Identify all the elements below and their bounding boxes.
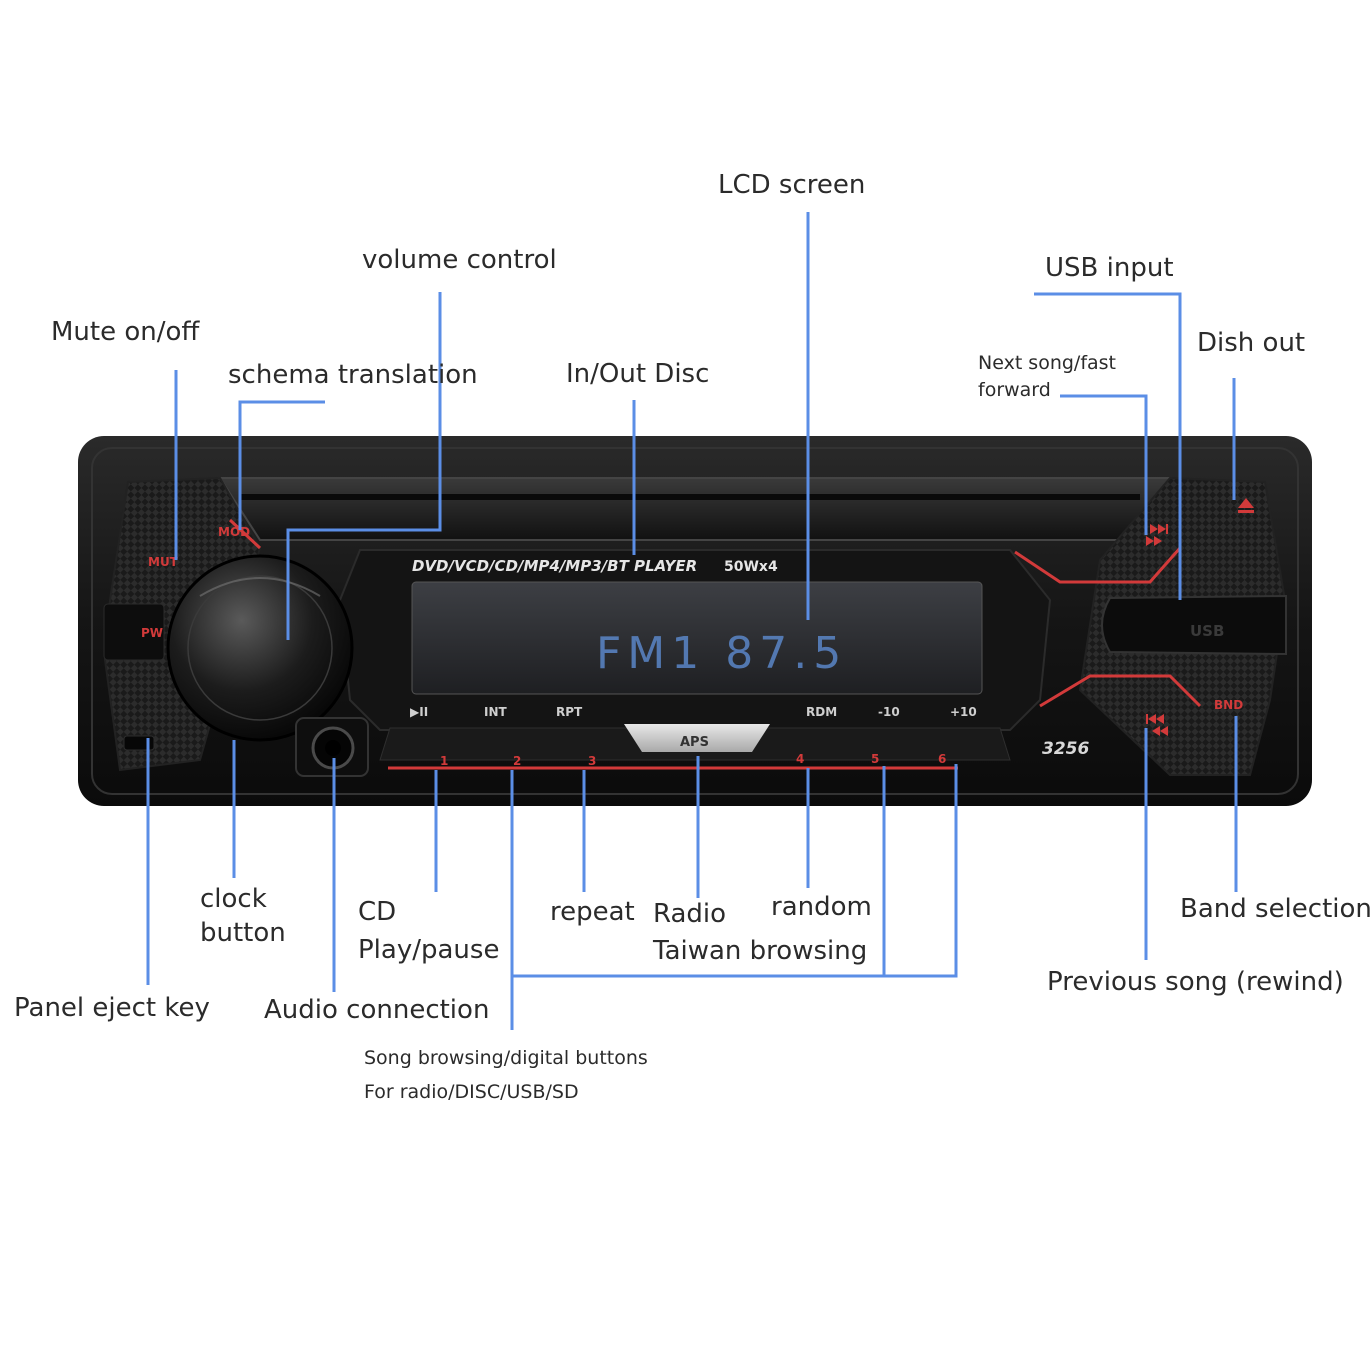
- usb-port: [1101, 594, 1287, 656]
- preset-6-label: 6: [938, 752, 946, 766]
- power-rating: 50Wx4: [724, 559, 778, 575]
- bnd-key-label: BND: [1214, 698, 1243, 712]
- volume-knob: [166, 554, 354, 742]
- preset-3-label: 3: [588, 754, 596, 768]
- plus10-key-label: +10: [950, 705, 977, 719]
- usb-port-label: USB: [1190, 622, 1224, 640]
- label-for-radio: For radio/DISC/USB/SD: [364, 1081, 579, 1103]
- label-lcd-screen: LCD screen: [718, 170, 866, 200]
- rdm-key-label: RDM: [806, 705, 837, 719]
- preset-1-label: 1: [440, 754, 448, 768]
- label-band-selection: Band selection: [1180, 894, 1372, 924]
- lcd-display: [411, 581, 983, 695]
- label-in-out-disc: In/Out Disc: [566, 359, 710, 389]
- preset-2-label: 2: [513, 754, 521, 768]
- lcd-frequency-text: FM1 87.5: [596, 628, 847, 679]
- label-previous-song: Previous song (rewind): [1047, 967, 1344, 997]
- mut-key-label: MUT: [148, 555, 179, 569]
- preset-5-label: 5: [871, 752, 879, 766]
- leader-schema: [238, 400, 325, 530]
- int-key-label: INT: [484, 705, 508, 719]
- leader-next: [1060, 394, 1148, 535]
- leader-taiwan: [512, 764, 958, 978]
- label-schema-translation: schema translation: [228, 360, 478, 390]
- label-dish-out: Dish out: [1197, 328, 1306, 358]
- player-title: DVD/VCD/CD/MP4/MP3/BT PLAYER: [412, 557, 697, 575]
- label-clock-button: clock button: [200, 884, 286, 948]
- next-track-icon: [1146, 524, 1168, 546]
- label-usb-input: USB input: [1045, 253, 1174, 283]
- label-radio: Radio: [653, 899, 727, 929]
- label-song-browsing: Song browsing/digital buttons: [364, 1047, 648, 1069]
- label-volume-control: volume control: [362, 245, 557, 275]
- mod-key-label: MOD: [218, 525, 250, 539]
- eject-icon: [1238, 498, 1254, 513]
- label-taiwan-browsing: Taiwan browsing: [653, 936, 868, 966]
- model-number: 3256: [1042, 739, 1089, 759]
- rpt-key-label: RPT: [556, 705, 583, 719]
- preset-number-row: 1 2 3 4 5 6: [440, 752, 946, 768]
- label-repeat: repeat: [550, 897, 635, 927]
- aps-button: [624, 724, 770, 752]
- label-cd-play-pause: CD Play/pause: [358, 897, 500, 965]
- label-panel-eject: Panel eject key: [14, 993, 210, 1023]
- preset-4-label: 4: [796, 752, 804, 766]
- minus10-key-label: -10: [878, 705, 900, 719]
- svg-text:PW: PW: [141, 626, 163, 640]
- play-pause-key-label: ▶II: [410, 705, 428, 719]
- label-next-song: Next song/fast forward: [978, 352, 1117, 401]
- label-mute: Mute on/off: [51, 317, 200, 347]
- aps-key-label: APS: [680, 735, 709, 750]
- function-button-row: ▶II INT RPT RDM -10 +10: [410, 705, 977, 719]
- previous-track-icon: [1146, 714, 1168, 736]
- leader-usb: [1034, 292, 1182, 600]
- label-audio-connection: Audio connection: [264, 995, 490, 1025]
- leader-volume: [286, 292, 442, 640]
- label-random: random: [771, 892, 872, 922]
